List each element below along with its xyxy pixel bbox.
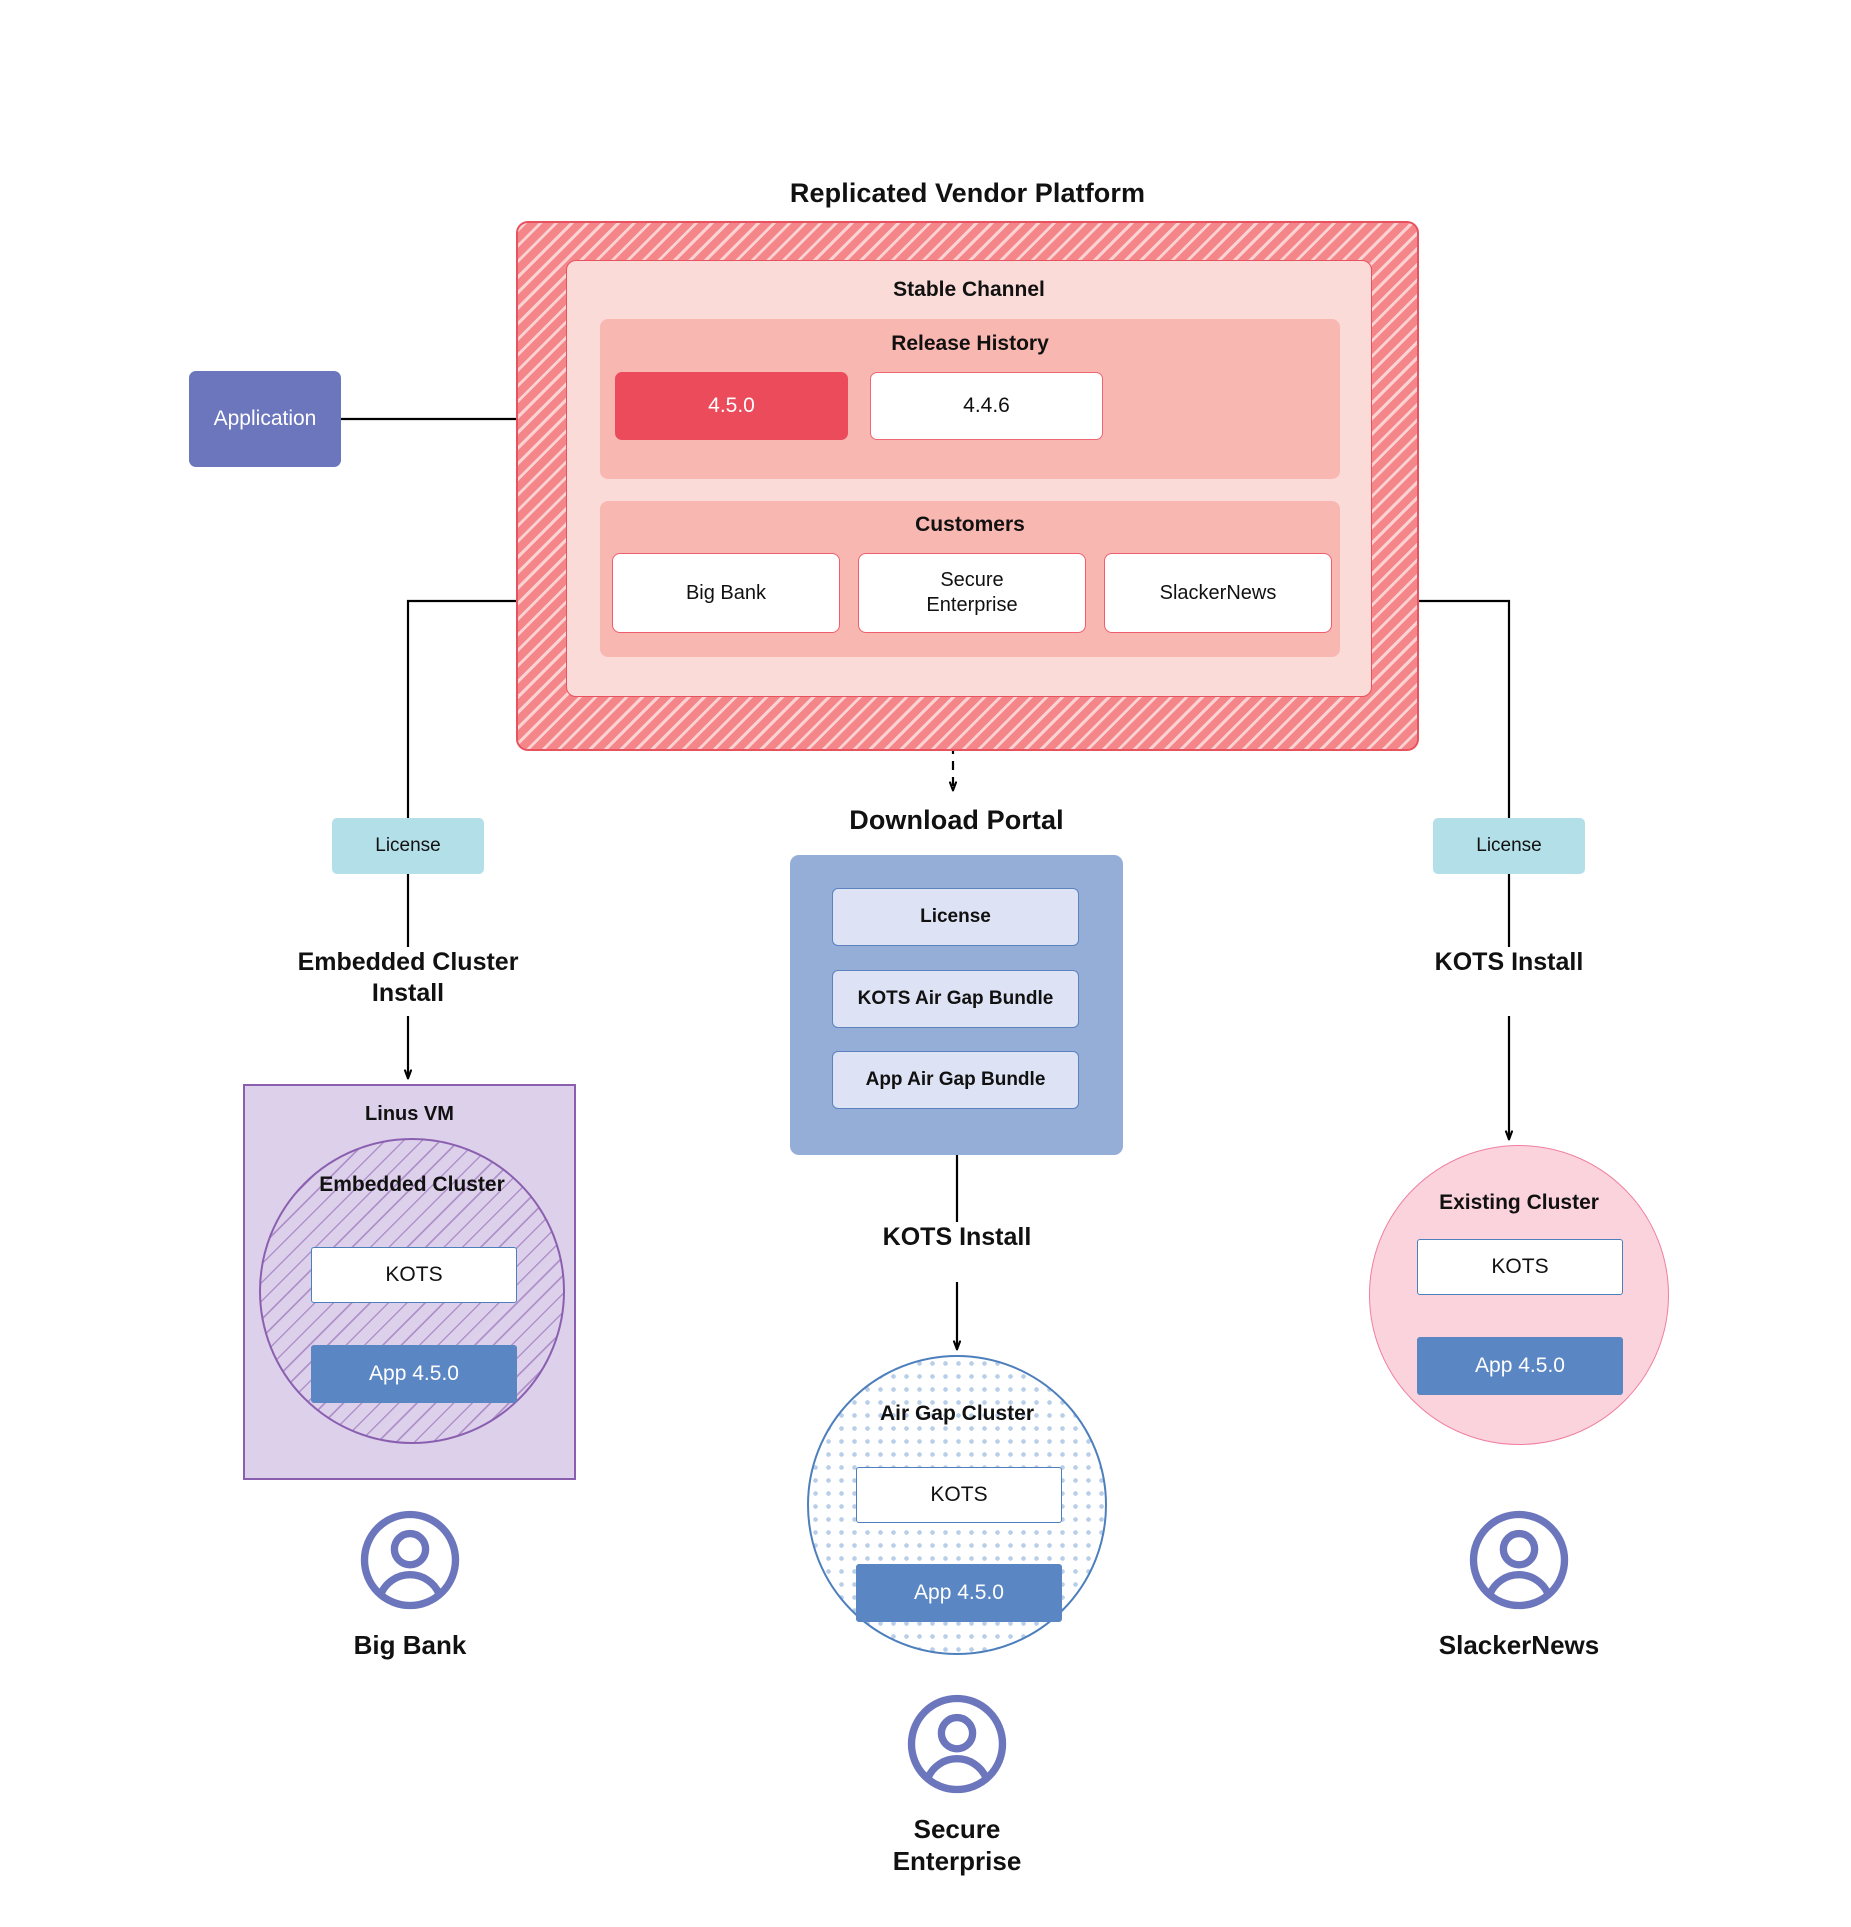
customer-caption: SlackerNews [1438, 1630, 1600, 1660]
customer-item-big-bank[interactable]: Big Bank [612, 553, 840, 633]
portal-item-label: App Air Gap Bundle [865, 1069, 1046, 1090]
air-gap-cluster-label: Air Gap Cluster [879, 1402, 1035, 1425]
app-label: App 4.5.0 [1475, 1354, 1565, 1377]
customer-name: Big Bank [685, 581, 767, 604]
center-kots-install-label: KOTS Install [882, 1223, 1032, 1251]
kots-label: KOTS [385, 1263, 443, 1286]
kots-box[interactable]: KOTS [856, 1467, 1062, 1523]
app-box[interactable]: App 4.5.0 [1417, 1337, 1623, 1395]
kots-box[interactable]: KOTS [1417, 1239, 1623, 1295]
linux-vm-label: Linus VM [365, 1103, 454, 1125]
customers-label: Customers [915, 513, 1025, 536]
kots-box[interactable]: KOTS [311, 1247, 517, 1303]
release-item-current[interactable]: 4.5.0 [615, 372, 848, 440]
application-box[interactable]: Application [189, 371, 341, 467]
existing-cluster-label: Existing Cluster [1439, 1191, 1599, 1214]
customer-caption: Big Bank [353, 1630, 467, 1660]
user-avatar-icon [907, 1694, 1007, 1794]
app-box[interactable]: App 4.5.0 [856, 1564, 1062, 1622]
portal-item-app-air-gap-bundle[interactable]: App Air Gap Bundle [832, 1051, 1079, 1109]
customer-item-slackernews[interactable]: SlackerNews [1104, 553, 1332, 633]
app-label: App 4.5.0 [914, 1581, 1004, 1604]
kots-label: KOTS [1491, 1255, 1549, 1278]
release-history-container: Release History 4.5.0 4.4.6 [600, 319, 1340, 479]
license-label: License [375, 835, 441, 856]
license-label: License [1476, 835, 1542, 856]
customer-name: SlackerNews [1159, 581, 1277, 604]
application-label: Application [213, 407, 317, 430]
portal-item-license[interactable]: License [832, 888, 1079, 946]
stable-channel-container: Stable Channel Release History 4.5.0 4.4… [566, 260, 1372, 697]
portal-item-label: License [920, 906, 991, 927]
download-portal-label: Download Portal [849, 805, 1064, 835]
release-history-label: Release History [891, 332, 1049, 355]
linux-vm-container: Linus VM Embedded Cluster KOTS App 4.5.0 [243, 1084, 576, 1480]
air-gap-cluster-circle: Air Gap Cluster KOTS App 4.5.0 [807, 1355, 1107, 1655]
release-version: 4.4.6 [963, 394, 1010, 417]
embedded-cluster-circle: Embedded Cluster KOTS App 4.5.0 [259, 1138, 565, 1444]
app-label: App 4.5.0 [369, 1362, 459, 1385]
customer-avatar-big-bank: Big Bank [310, 1508, 510, 1662]
portal-item-label: KOTS Air Gap Bundle [857, 988, 1054, 1009]
user-avatar-icon [1469, 1510, 1569, 1610]
license-chip-left[interactable]: License [332, 818, 484, 874]
license-chip-right[interactable]: License [1433, 818, 1585, 874]
portal-item-kots-air-gap-bundle[interactable]: KOTS Air Gap Bundle [832, 970, 1079, 1028]
vendor-platform-container: Stable Channel Release History 4.5.0 4.4… [516, 221, 1419, 751]
download-portal-container: License KOTS Air Gap Bundle App Air Gap … [790, 855, 1123, 1155]
stable-channel-label: Stable Channel [893, 278, 1045, 301]
right-kots-install-label: KOTS Install [1434, 948, 1584, 976]
embedded-cluster-label: Embedded Cluster [319, 1173, 505, 1196]
existing-cluster-circle: Existing Cluster KOTS App 4.5.0 [1369, 1145, 1669, 1445]
app-box[interactable]: App 4.5.0 [311, 1345, 517, 1403]
kots-label: KOTS [930, 1483, 988, 1506]
release-version: 4.5.0 [708, 394, 755, 417]
release-item-previous[interactable]: 4.4.6 [870, 372, 1103, 440]
page-title: Replicated Vendor Platform [789, 178, 1146, 208]
release-list: 4.5.0 4.4.6 [615, 372, 1103, 440]
user-avatar-icon [360, 1510, 460, 1610]
customer-avatar-slackernews: SlackerNews [1419, 1508, 1619, 1662]
